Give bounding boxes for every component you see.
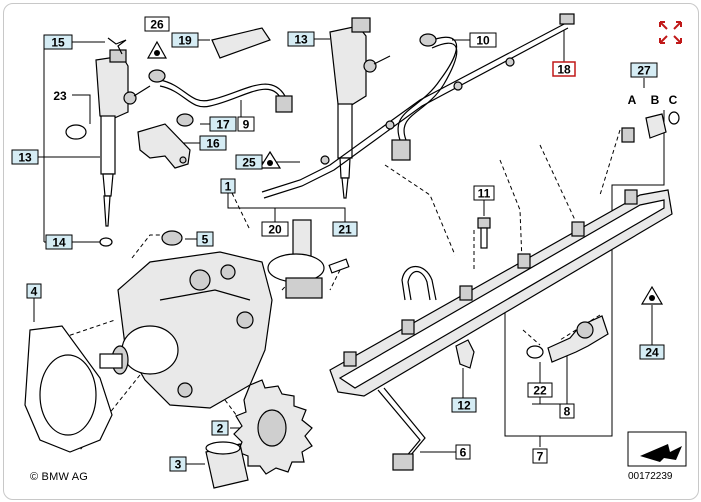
warning-triangle-icon <box>258 150 282 169</box>
pressure-valve-22 <box>526 315 609 363</box>
callout-20[interactable]: 20 <box>261 221 289 237</box>
callout-18-label: 18 <box>557 63 571 77</box>
callout-group: 15 26 19 13 10 18 27 23 17 9 A B C 16 13… <box>11 16 678 472</box>
callout-4[interactable]: 4 <box>26 283 42 299</box>
sleeve-19 <box>211 27 271 59</box>
warning-triangle-icon <box>146 40 168 59</box>
bush-3 <box>205 441 249 489</box>
callout-13-left[interactable]: 13 <box>11 149 39 165</box>
callout-2[interactable]: 2 <box>211 420 229 436</box>
callout-26-label: 26 <box>150 18 164 32</box>
document-number: 00172239 <box>628 471 673 482</box>
callout-19[interactable]: 19 <box>171 32 199 48</box>
callout-26[interactable]: 26 <box>144 16 170 32</box>
callout-7-label: 7 <box>537 450 544 464</box>
callout-6-label: 6 <box>460 446 467 460</box>
sensor-20 <box>267 219 325 299</box>
screw-21 <box>328 258 350 274</box>
gasket-4 <box>24 325 113 453</box>
callout-22[interactable]: 22 <box>527 382 553 398</box>
callout-14-label: 14 <box>52 236 66 250</box>
clip-15 <box>107 37 127 55</box>
callout-17[interactable]: 17 <box>209 116 237 132</box>
bracket-16 <box>137 123 191 169</box>
callout-21[interactable]: 21 <box>332 221 358 237</box>
callout-13[interactable]: 13 <box>287 31 315 47</box>
callout-23-label: 23 <box>53 89 67 103</box>
seal-ring-23 <box>65 124 87 140</box>
callout-c-label: C <box>669 93 678 107</box>
screw-11 <box>477 217 491 249</box>
callout-8[interactable]: 8 <box>559 403 575 419</box>
callout-15-label: 15 <box>51 36 65 50</box>
callout-21-label: 21 <box>338 223 352 237</box>
leak-off-line-18 <box>261 13 575 199</box>
callout-6[interactable]: 6 <box>455 444 471 460</box>
callout-b-label: B <box>651 93 660 107</box>
callout-a[interactable]: A <box>628 93 637 107</box>
fuel-line-6 <box>377 387 426 471</box>
callout-10-label: 10 <box>476 34 490 48</box>
callout-16-label: 16 <box>206 137 220 151</box>
callout-25[interactable]: 25 <box>235 154 263 170</box>
callout-24[interactable]: 24 <box>639 344 665 360</box>
callout-3-label: 3 <box>175 458 182 472</box>
grommet-17 <box>176 113 194 127</box>
callout-5-label: 5 <box>202 233 209 247</box>
direction-arrow-icon <box>627 431 687 467</box>
injection-line-10 <box>391 33 458 161</box>
callout-23[interactable]: 23 <box>53 89 67 103</box>
common-rail-7 <box>329 189 673 397</box>
callout-9-label: 9 <box>243 118 250 132</box>
valve-part-c <box>668 111 680 125</box>
callout-a-label: A <box>628 93 637 107</box>
callout-1[interactable]: 1 <box>220 178 236 194</box>
callout-12[interactable]: 12 <box>451 397 477 413</box>
callout-4-label: 4 <box>31 285 38 299</box>
warning-triangle-icon <box>640 285 664 305</box>
callout-b[interactable]: B <box>651 93 660 107</box>
callout-3[interactable]: 3 <box>169 456 187 472</box>
callout-11[interactable]: 11 <box>473 185 495 201</box>
valve-part-b <box>645 113 667 139</box>
expand-icon[interactable] <box>659 21 682 44</box>
copyright-notice: © BMW AG <box>30 471 88 483</box>
callout-5[interactable]: 5 <box>196 231 214 247</box>
callout-16[interactable]: 16 <box>199 135 227 151</box>
injector-left <box>95 49 151 227</box>
callout-12-label: 12 <box>457 399 471 413</box>
callout-20-label: 20 <box>268 223 282 237</box>
callout-13-left-label: 13 <box>18 151 32 165</box>
callout-15[interactable]: 15 <box>43 34 73 50</box>
rail-line-loop <box>401 265 437 301</box>
cap-5 <box>161 230 183 246</box>
injector-middle <box>329 17 391 199</box>
valve-part-a <box>621 127 635 143</box>
high-pressure-pump-1 <box>99 251 273 409</box>
callout-19-label: 19 <box>178 34 192 48</box>
washer-14 <box>99 237 113 247</box>
callout-14[interactable]: 14 <box>45 234 73 250</box>
injection-line-9 <box>148 69 293 113</box>
gear-2 <box>233 379 313 475</box>
clamp-12 <box>455 339 475 369</box>
callout-25-label: 25 <box>242 156 256 170</box>
callout-c[interactable]: C <box>669 93 678 107</box>
callout-1-label: 1 <box>225 180 232 194</box>
callout-17-label: 17 <box>216 118 230 132</box>
callout-8-label: 8 <box>564 405 571 419</box>
callout-2-label: 2 <box>217 422 224 436</box>
callout-24-label: 24 <box>645 346 659 360</box>
callout-10[interactable]: 10 <box>469 32 497 48</box>
callout-7[interactable]: 7 <box>532 448 548 464</box>
callout-18[interactable]: 18 <box>552 61 576 77</box>
callout-9[interactable]: 9 <box>237 116 255 132</box>
callout-27-label: 27 <box>637 64 651 78</box>
callout-13-top-label: 13 <box>294 33 308 47</box>
callout-11-label: 11 <box>478 187 491 201</box>
callout-27[interactable]: 27 <box>630 62 658 78</box>
callout-22-label: 22 <box>533 384 547 398</box>
